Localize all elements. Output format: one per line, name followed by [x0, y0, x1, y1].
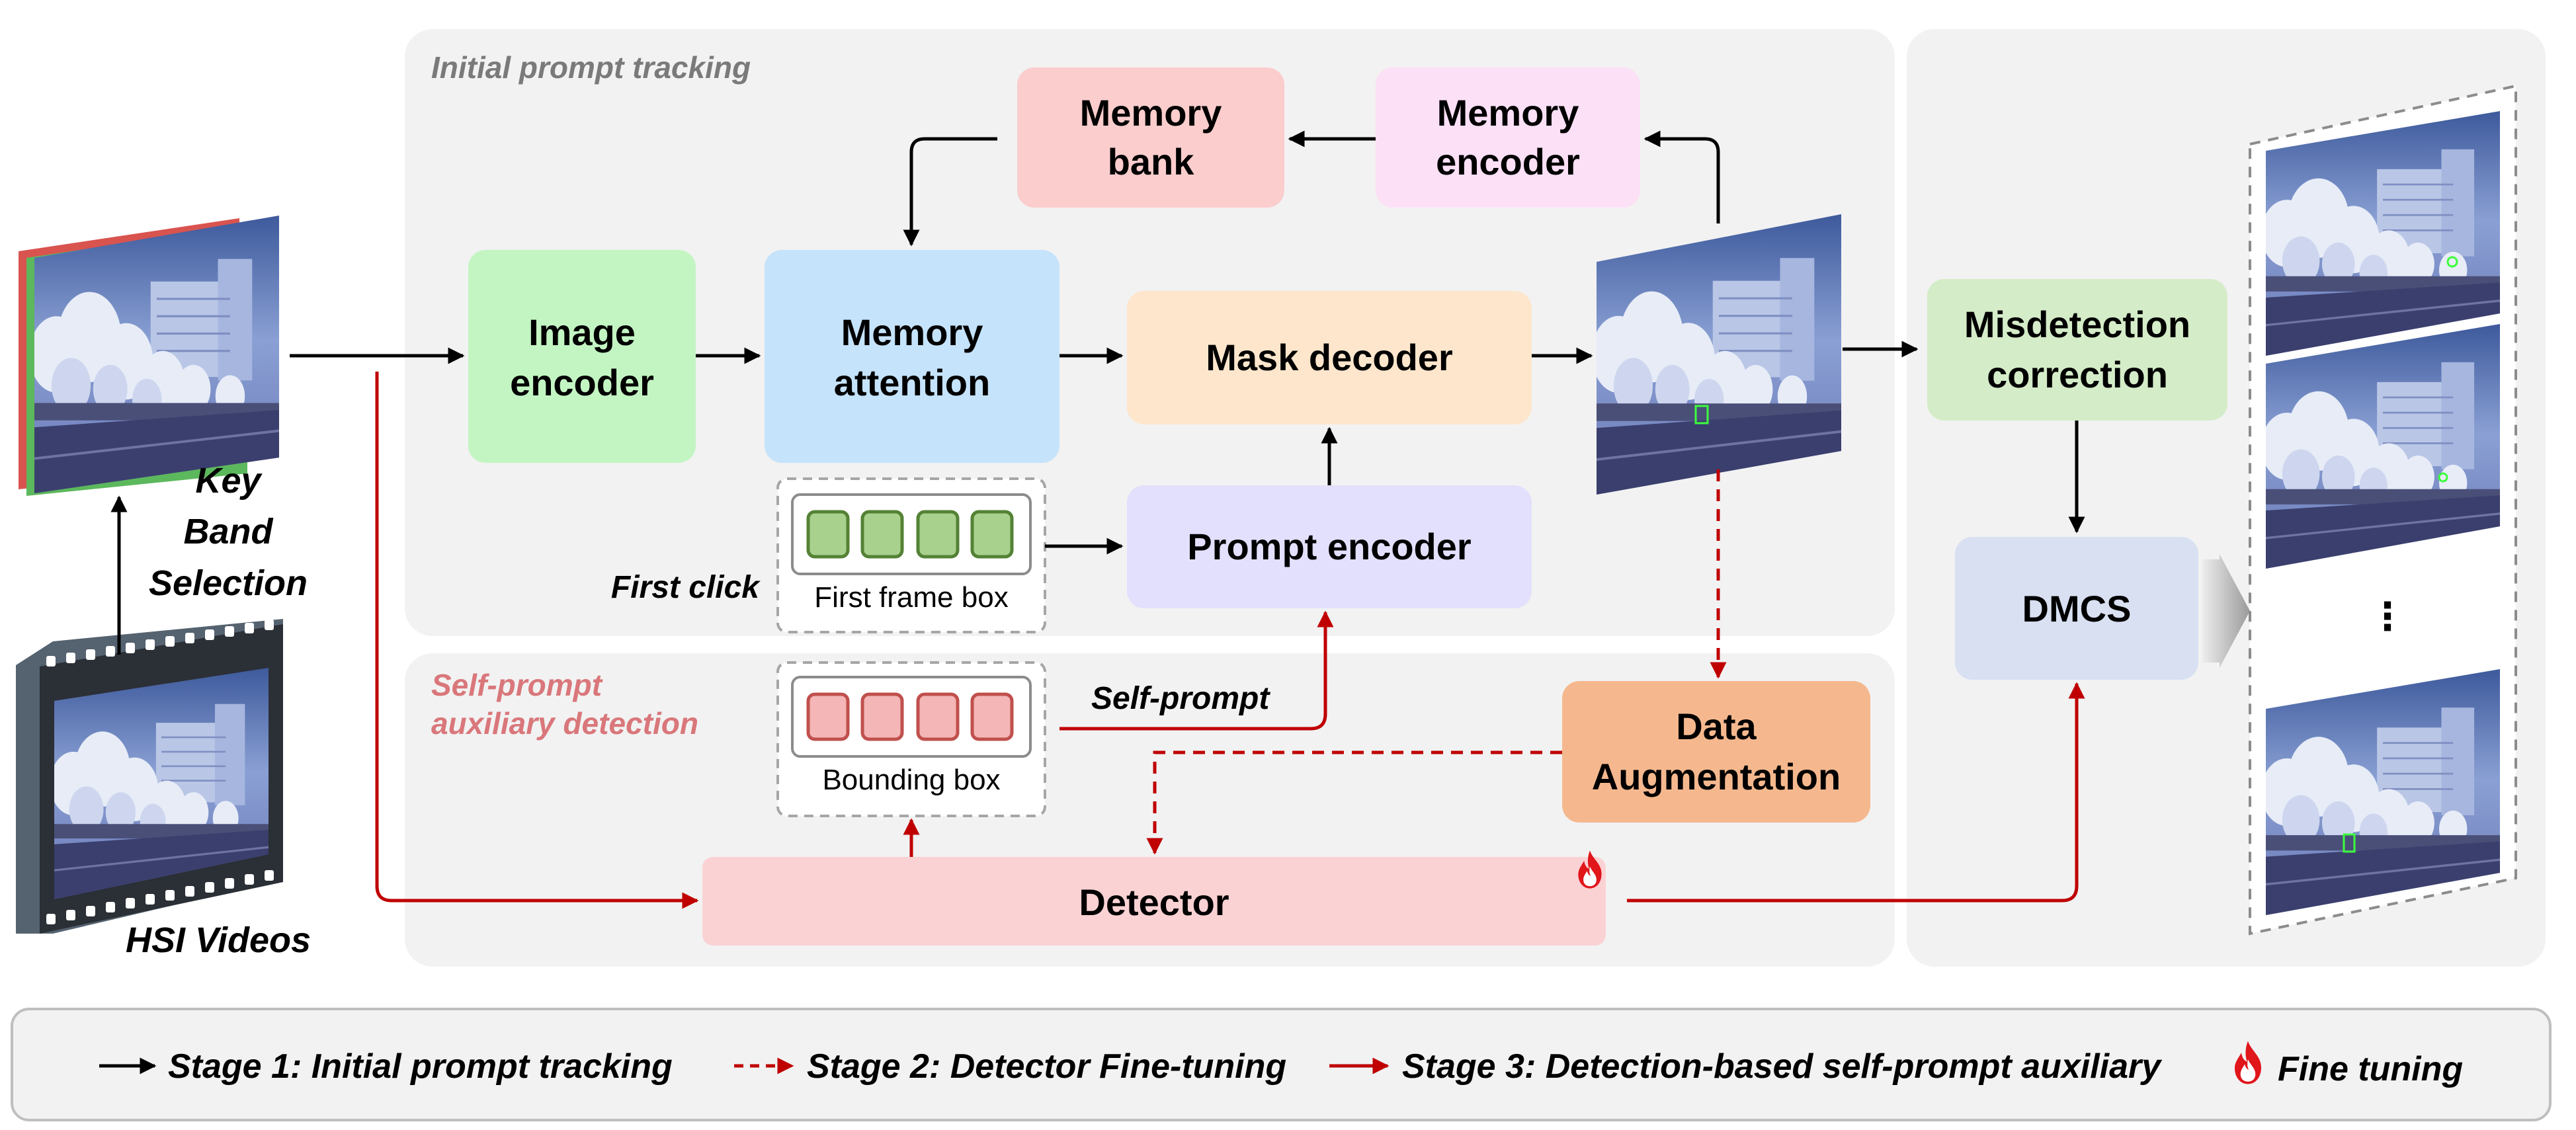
legend-box — [11, 1008, 2552, 1121]
memory-encoder-label-1: Memory — [1437, 92, 1579, 134]
key-band-frame-image — [34, 216, 279, 493]
memory-encoder-block — [1376, 67, 1640, 208]
output-ellipsis: ⋮ — [2368, 595, 2407, 638]
bounding-box-tokens — [791, 676, 1032, 758]
memory-attention-block — [765, 250, 1059, 463]
legend-fine-tuning-label: Fine tuning — [2278, 1050, 2463, 1088]
dmcs-block — [1955, 537, 2198, 680]
hsi-video-filmstrip — [16, 619, 283, 934]
key-band-frames — [19, 216, 279, 496]
memory-bank-label-1: Memory — [1080, 92, 1222, 134]
output-frame-1 — [2266, 111, 2500, 356]
hsi-videos-label: HSI Videos — [126, 920, 311, 960]
key-band-label-2: Band — [184, 512, 274, 551]
first-frame-box-token-cells — [806, 510, 1014, 559]
prompt-encoder-label: Prompt encoder — [1187, 526, 1471, 567]
tracking-output-frame — [1597, 214, 1841, 495]
stage3-arrows — [375, 372, 2085, 909]
memory-bank-block — [1017, 67, 1284, 208]
detector-label: Detector — [1079, 881, 1229, 923]
stage2-arrows — [1146, 469, 1727, 855]
legend-stage2-label: Stage 2: Detector Fine-tuning — [807, 1047, 1286, 1086]
first-click-label: First click — [611, 570, 761, 605]
bounding-box-token-cells — [806, 692, 1014, 741]
data-augmentation-label-2: Augmentation — [1592, 756, 1841, 797]
memory-bank-label-2: bank — [1108, 141, 1195, 182]
tracking-panel-title: Initial prompt tracking — [431, 50, 751, 85]
legend-stage1-label: Stage 1: Initial prompt tracking — [168, 1047, 673, 1086]
legend-stage3-label: Stage 3: Detection-based self-prompt aux… — [1402, 1047, 2163, 1086]
mask-decoder-block — [1127, 291, 1532, 424]
self-prompt-panel-subtitle: auxiliary detection — [431, 706, 698, 741]
mask-decoder-label: Mask decoder — [1206, 337, 1453, 378]
image-encoder-label-1: Image — [528, 311, 636, 353]
memory-encoder-label-2: encoder — [1436, 141, 1580, 182]
key-band-label-1: Key — [195, 461, 263, 501]
output-frame-2 — [2266, 324, 2500, 569]
misdetection-correction-block — [1927, 279, 2227, 421]
stage1-arrows — [110, 130, 2085, 655]
dmcs-label: DMCS — [2022, 588, 2132, 629]
memory-attention-label-2: attention — [834, 362, 990, 403]
memory-attention-label-1: Memory — [841, 311, 983, 353]
key-band-label-3: Selection — [149, 563, 308, 603]
output-big-arrow — [2202, 554, 2250, 668]
misdetection-label-2: correction — [1987, 354, 2168, 395]
data-augmentation-block — [1562, 681, 1870, 823]
self-prompt-panel-title: Self-prompt — [431, 668, 603, 702]
bounding-box-label: Bounding box — [822, 764, 1000, 796]
output-frame-3 — [2266, 669, 2500, 915]
image-encoder-label-2: encoder — [510, 362, 654, 403]
misdetection-label-1: Misdetection — [1964, 303, 2190, 345]
image-encoder-block — [468, 250, 696, 463]
prompt-encoder-block — [1127, 485, 1532, 608]
data-augmentation-label-1: Data — [1676, 706, 1757, 747]
first-frame-box-tokens — [791, 493, 1032, 575]
detector-block — [702, 857, 1606, 946]
first-frame-box-label: First frame box — [814, 581, 1008, 614]
self-prompt-label: Self-prompt — [1091, 681, 1270, 716]
